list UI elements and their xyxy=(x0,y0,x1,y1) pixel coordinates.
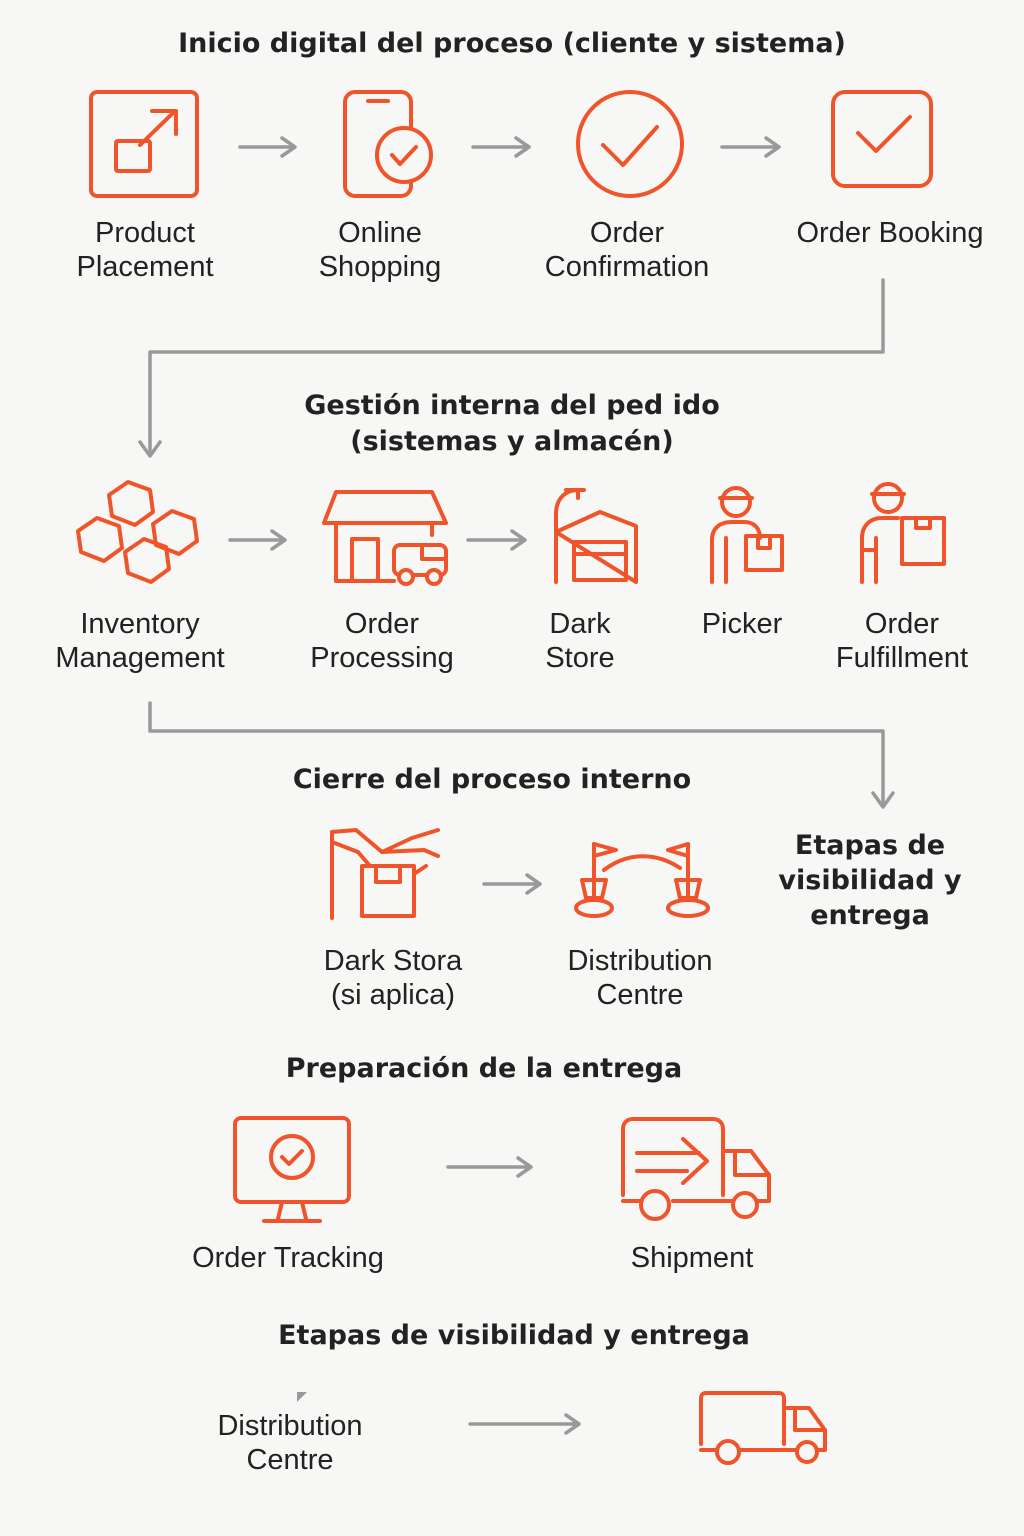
truck-arrow-icon xyxy=(617,1115,773,1225)
section-2-title: Gestión interna del ped ido (sistemas y … xyxy=(304,390,720,457)
step-order-tracking-label: Order Tracking xyxy=(192,1242,384,1274)
check-square-icon xyxy=(830,89,934,189)
step-picker-label: Picker xyxy=(701,608,783,640)
section-1-title: Inicio digital del proceso (cliente y si… xyxy=(178,28,846,59)
connector-row2-row3 xyxy=(148,701,885,807)
open-box-icon xyxy=(328,826,444,922)
phone-check-icon xyxy=(342,89,438,199)
section-4-title: Preparación de la entrega xyxy=(285,1053,683,1084)
section-3-title: Cierre del proceso interno xyxy=(292,764,692,795)
connector-row1-row2 xyxy=(148,278,885,456)
store-van-icon xyxy=(322,489,452,589)
section-5-title: Etapas de visibilidad y entrega xyxy=(278,1320,750,1351)
hexagon-cluster-icon xyxy=(74,479,204,594)
check-circle-icon xyxy=(575,89,687,199)
flags-route-icon xyxy=(572,838,714,922)
external-link-icon xyxy=(88,89,200,199)
step-order-booking-label: Order Booking xyxy=(796,217,984,249)
corner-mark-icon xyxy=(295,1390,309,1404)
step-shipment-label: Shipment xyxy=(630,1242,754,1274)
monitor-check-icon xyxy=(232,1115,352,1227)
dark-store-icon xyxy=(552,484,642,586)
picker-person-icon xyxy=(708,482,788,586)
delivery-person-icon xyxy=(858,480,950,586)
step-dark-stora-label: Dark Stora(si aplica) xyxy=(323,945,463,1011)
side-note-visibility: Etapas de visibilidad y entrega xyxy=(778,830,962,931)
truck-icon xyxy=(697,1390,831,1466)
